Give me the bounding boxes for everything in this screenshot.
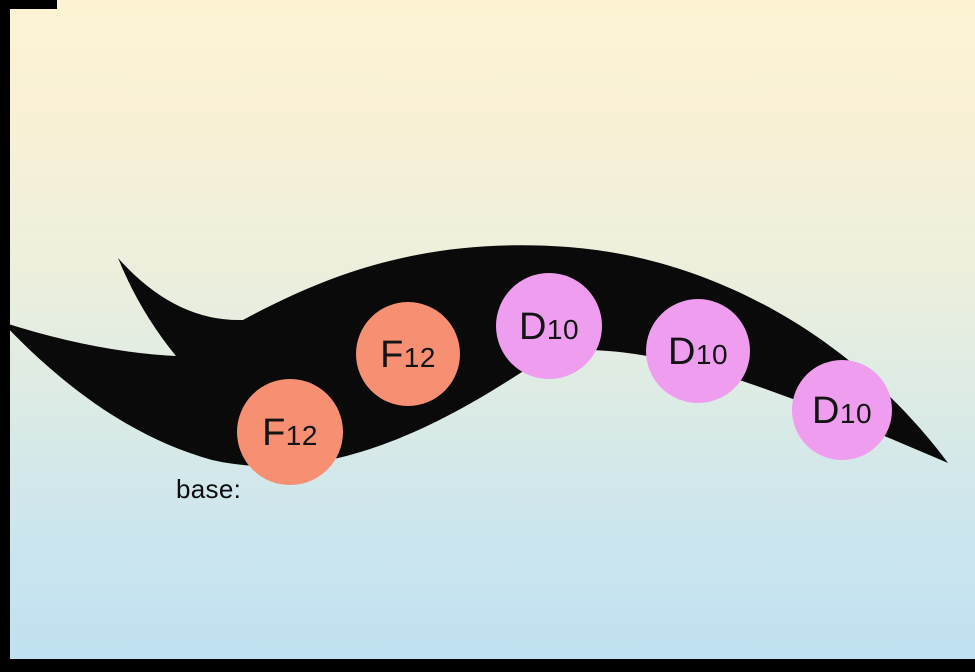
node-letter: D	[518, 306, 547, 348]
node-subscript: 10	[546, 314, 580, 345]
node-letter: D	[811, 390, 840, 432]
node-letter: D	[667, 331, 696, 373]
node-subscript: 12	[285, 420, 318, 451]
frame-border-top-segment	[0, 0, 57, 9]
frame-border-bottom	[0, 659, 975, 672]
node-letter: F	[262, 412, 286, 454]
node-subscript: 10	[695, 339, 729, 370]
node-letter: F	[380, 334, 404, 376]
node-subscript: 12	[403, 342, 436, 373]
frame-border-left	[0, 0, 10, 672]
base-label: base:	[176, 474, 242, 504]
node-subscript: 10	[839, 398, 873, 429]
